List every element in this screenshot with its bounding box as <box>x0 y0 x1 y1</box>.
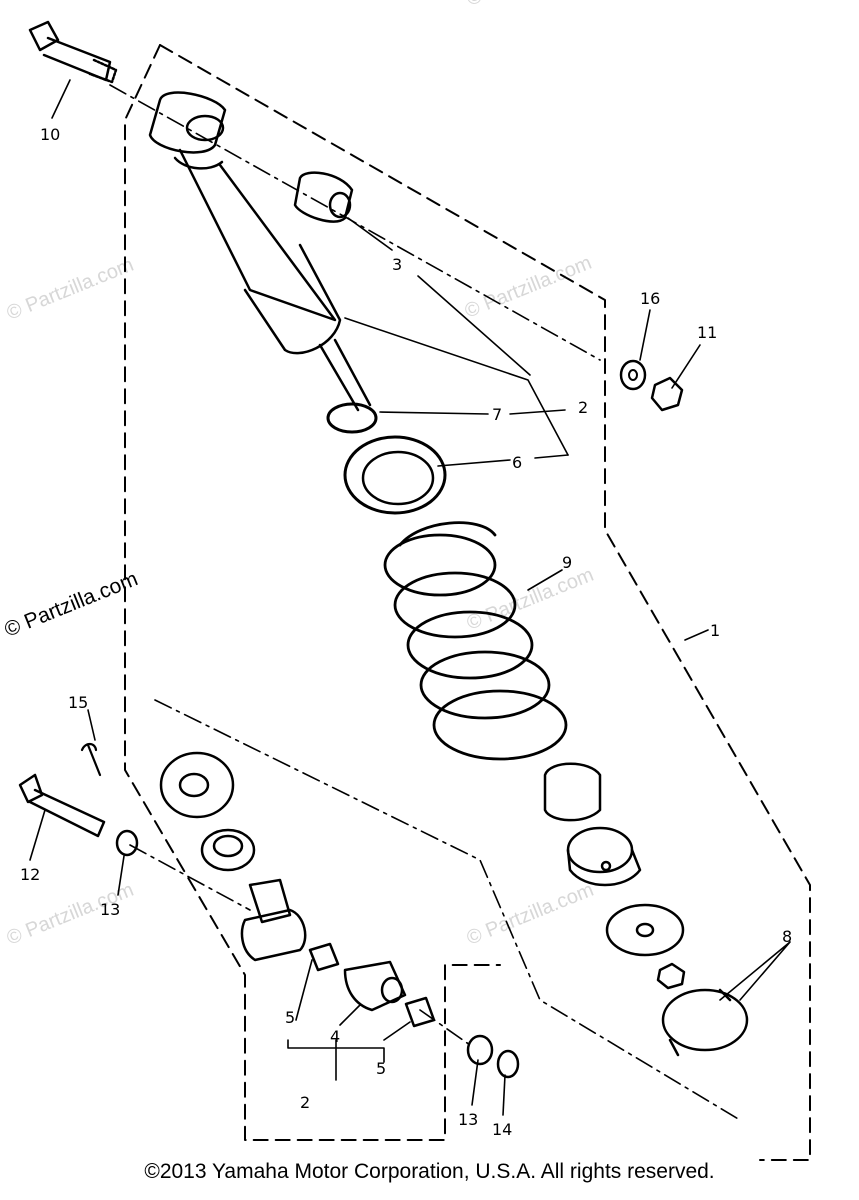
callout-2: 2 <box>300 1093 310 1112</box>
washer-hole <box>628 369 638 381</box>
leader-line <box>129 844 251 911</box>
spacer <box>404 996 436 1028</box>
spring-stopper <box>661 988 749 1057</box>
bolt-top <box>28 20 118 84</box>
callout-5: 5 <box>376 1059 386 1078</box>
nut-lower <box>656 962 686 990</box>
watermark: © Partzilla.com <box>464 564 597 635</box>
spring-seat <box>566 826 642 887</box>
leader-line <box>154 699 741 1121</box>
callout-4: 4 <box>330 1027 340 1046</box>
washer-small <box>496 1049 520 1079</box>
watermark: © Partzilla.com <box>464 879 597 950</box>
callout-8: 8 <box>782 927 792 946</box>
callout-5: 5 <box>285 1008 295 1027</box>
callout-1: 1 <box>710 621 720 640</box>
leader-line <box>419 1009 471 1046</box>
washer <box>619 359 647 391</box>
copyright-notice: ©2013 Yamaha Motor Corporation, U.S.A. A… <box>144 1160 715 1183</box>
callout-7: 7 <box>492 405 502 424</box>
callout-11: 11 <box>697 323 717 342</box>
coil-spring <box>383 521 568 761</box>
callout-leaders <box>29 79 791 1116</box>
seal-ring <box>326 402 378 434</box>
nut <box>650 376 684 412</box>
watermark: © Partzilla.com <box>464 0 597 11</box>
callout-3: 3 <box>392 255 402 274</box>
cotter-pin <box>80 742 102 777</box>
watermark: © Partzilla.com <box>4 254 137 325</box>
pin-bolt <box>18 773 106 838</box>
assembly-outline <box>159 44 811 1161</box>
callout-14: 14 <box>492 1120 512 1139</box>
assembly-outline-left <box>124 44 501 1141</box>
bump-stopper <box>543 762 602 822</box>
callout-6: 6 <box>512 453 522 472</box>
collar-upper <box>159 751 235 819</box>
watermark: © Partzilla.com <box>1 567 141 641</box>
callout-16: 16 <box>640 289 660 308</box>
spacer <box>308 942 340 972</box>
washer-small <box>115 829 139 857</box>
callout-12: 12 <box>20 865 40 884</box>
callout-13: 13 <box>100 900 120 919</box>
spring-guide <box>343 435 447 515</box>
callout-15: 15 <box>68 693 88 712</box>
washer-small <box>466 1034 494 1066</box>
washer-lower <box>605 903 685 957</box>
watermark: © Partzilla.com <box>462 252 595 323</box>
callout-2: 2 <box>578 398 588 417</box>
callout-10: 10 <box>40 125 60 144</box>
bushing-lower <box>343 960 407 1012</box>
rod-end <box>240 878 307 962</box>
shock-absorber-body <box>148 91 372 412</box>
spring-guide-inner <box>361 450 435 506</box>
callout-13: 13 <box>458 1110 478 1129</box>
bushing <box>293 171 354 223</box>
collar <box>200 828 256 872</box>
callout-9: 9 <box>562 553 572 572</box>
